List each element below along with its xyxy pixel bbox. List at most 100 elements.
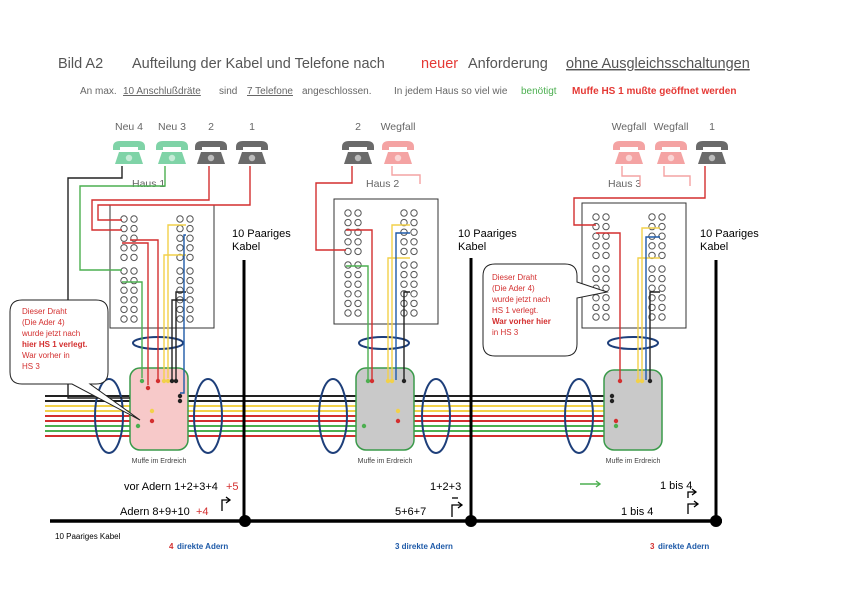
terminal-contact xyxy=(344,280,352,288)
terminal-contact xyxy=(410,218,418,227)
terminal-contact xyxy=(130,267,138,275)
house-2-wiring xyxy=(315,166,421,380)
telephone-icon xyxy=(613,141,645,164)
subtitle: An max. 10 Anschlußdräte sind 7 Telefone… xyxy=(80,86,736,97)
house-3-wiring xyxy=(573,166,706,380)
terminal-contact xyxy=(592,274,600,283)
wire-label-h2-bottom: 5+6+7 xyxy=(395,506,426,518)
title-underlined: ohne Ausgleichsschaltungen xyxy=(566,56,750,72)
terminal-contact xyxy=(648,213,656,221)
note-line: Dieser Draht xyxy=(492,273,538,282)
telephone-icon xyxy=(156,141,188,164)
note-line: wurde jetzt nach xyxy=(491,295,550,304)
terminal-contact xyxy=(120,276,128,285)
phone-label: 1 xyxy=(249,121,255,133)
house-3-phones: Wegfall Wegfall 1 xyxy=(612,121,715,133)
terminal-contact xyxy=(120,215,128,223)
terminal-contact xyxy=(602,265,610,273)
telephone-icon xyxy=(655,141,687,164)
terminal-contact xyxy=(400,209,408,217)
terminal-contact xyxy=(410,290,418,298)
terminal-contact xyxy=(344,309,352,317)
terminal-contact xyxy=(592,265,600,273)
bottom-h1-text: direkte Adern xyxy=(177,542,228,551)
terminal-contact xyxy=(120,286,128,294)
title-highlight: neuer xyxy=(421,56,458,72)
terminal-contacts xyxy=(120,209,666,323)
note-line: in HS 3 xyxy=(492,328,519,337)
phone-label: 1 xyxy=(709,121,715,133)
terminal-contact xyxy=(592,213,600,221)
muffe-hs1 xyxy=(129,367,189,451)
terminal-box-haus-1 xyxy=(109,204,215,329)
terminal-contact xyxy=(410,228,418,236)
house-3-label: Haus 3 xyxy=(608,178,641,190)
terminal-contact xyxy=(648,232,656,240)
terminal-contact xyxy=(344,299,352,308)
terminal-contact xyxy=(648,265,656,273)
terminal-contact xyxy=(176,286,184,294)
terminal-contact xyxy=(344,209,352,217)
house-1-label: Haus 1 xyxy=(132,178,165,190)
terminal-contact xyxy=(658,222,666,231)
terminal-contact xyxy=(176,305,184,314)
terminal-contact xyxy=(658,284,666,292)
subtitle-e: angeschlossen. xyxy=(302,86,372,97)
terminal-contact xyxy=(658,251,666,260)
wire-label-h3-bottom: 1 bis 4 xyxy=(621,506,653,518)
bottom-h2-text: 3 direkte Adern xyxy=(395,542,453,551)
terminal-contact xyxy=(400,218,408,227)
terminal-contact xyxy=(648,303,656,312)
terminal-contact xyxy=(410,280,418,288)
terminal-contact xyxy=(130,296,138,304)
note-bubble-haus-1 xyxy=(9,299,141,421)
terminal-contact xyxy=(658,213,666,221)
terminal-contact xyxy=(410,299,418,308)
terminal-contact xyxy=(186,244,194,252)
terminal-contact xyxy=(658,303,666,312)
terminal-contact xyxy=(648,313,656,321)
note-line: wurde jetzt nach xyxy=(21,329,80,338)
terminal-contact xyxy=(120,253,128,262)
wire-label-h2-top: 1+2+3 xyxy=(430,481,461,493)
note-line: HS 1 verlegt. xyxy=(492,306,538,315)
terminal-contact xyxy=(130,215,138,223)
terminal-contact xyxy=(410,261,418,269)
terminal-contact xyxy=(186,305,194,314)
terminal-contact xyxy=(658,313,666,321)
phone-label: Wegfall xyxy=(381,121,416,133)
note-line: hier HS 1 verlegt. xyxy=(22,340,87,349)
telephone-icon xyxy=(696,141,728,164)
terminal-contact xyxy=(658,274,666,283)
title-part2: Anforderung xyxy=(468,56,548,72)
wire-label-adern: Adern 8+9+10 xyxy=(120,506,190,518)
terminal-contact xyxy=(344,290,352,298)
terminal-contact xyxy=(592,242,600,250)
terminal-contact xyxy=(354,280,362,288)
wire-label-vor-red: +5 xyxy=(226,481,239,493)
phone-label: 2 xyxy=(208,121,214,133)
muffe-label: Muffe im Erdreich xyxy=(358,458,413,465)
terminal-contact xyxy=(602,294,610,302)
subtitle-a: An max. xyxy=(80,86,117,97)
terminal-contact xyxy=(130,276,138,285)
bottom-cable-label: 10 Paariges Kabel xyxy=(55,532,121,541)
terminal-contact xyxy=(120,315,128,323)
muffe-label: Muffe im Erdreich xyxy=(132,458,187,465)
note-line: War vorher in xyxy=(22,351,70,360)
bottom-h3-num: 3 xyxy=(650,542,655,551)
house-1-phones: Neu 4 Neu 3 2 1 xyxy=(115,121,255,133)
terminal-box-haus-2 xyxy=(333,198,439,325)
terminal-contact xyxy=(400,247,408,256)
terminal-contact xyxy=(130,253,138,262)
terminal-contact xyxy=(592,313,600,321)
terminal-contact xyxy=(120,267,128,275)
arrow-icons xyxy=(221,488,700,517)
terminal-contact xyxy=(176,315,184,323)
bottom-h3-text: direkte Adern xyxy=(658,542,709,551)
terminal-contact xyxy=(602,213,610,221)
terminal-contact xyxy=(186,315,194,323)
terminal-contact xyxy=(186,296,194,304)
terminal-contact xyxy=(186,215,194,223)
terminal-contact xyxy=(592,303,600,312)
